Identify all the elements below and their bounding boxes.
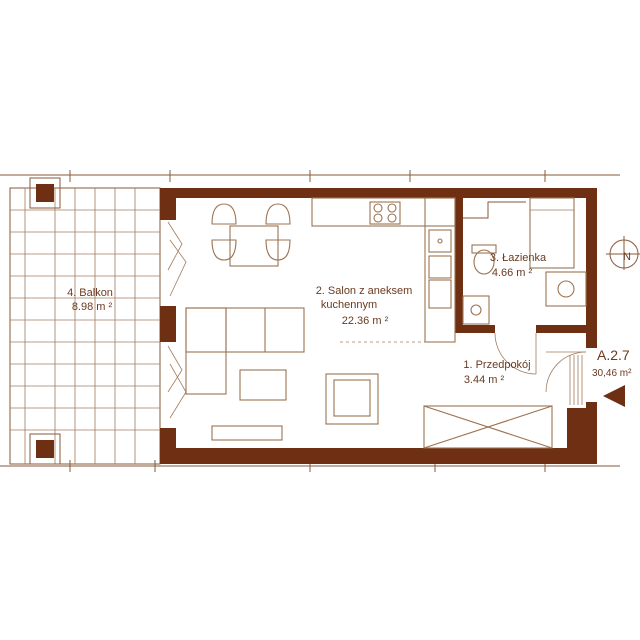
room-area-lazienka: 4.66 m ² <box>492 267 533 279</box>
kitchen-sink <box>428 229 452 253</box>
entrance-arrow-icon <box>603 385 625 407</box>
sofa <box>185 307 305 395</box>
balcony-column-top <box>36 184 54 202</box>
room-area-balkon: 8.98 m ² <box>72 301 113 313</box>
kitchen <box>311 197 456 343</box>
unit-code: A.2.7 <box>597 347 630 363</box>
room-area-salon: 22.36 m ² <box>342 315 389 327</box>
room-label-balkon: 4. Balkon <box>67 287 113 299</box>
room-label-salon: 2. Salon z aneksem <box>316 285 413 297</box>
balcony-outline <box>9 187 161 465</box>
room-label-przedpokoj: 1. Przedpokój <box>463 359 530 371</box>
wardrobe <box>423 405 553 449</box>
tv-unit <box>211 425 283 441</box>
balcony-column-bottom <box>36 440 54 458</box>
room-area-przedpokoj: 3.44 m ² <box>464 374 505 386</box>
kitchen-counter-side <box>424 197 456 343</box>
dining-table <box>211 203 291 267</box>
room-label-lazienka: 3. Łazienka <box>490 252 547 264</box>
balcony <box>9 177 161 465</box>
facade-ticks <box>0 170 620 472</box>
compass-icon: N <box>606 236 640 270</box>
interior-doors <box>494 332 587 393</box>
coffee-table <box>239 369 287 401</box>
room-label-salon-2: kuchennym <box>321 299 377 311</box>
entrance <box>569 355 583 405</box>
toilet <box>471 244 497 275</box>
fridge <box>428 279 452 309</box>
walls <box>160 188 597 464</box>
balcony-tiles <box>10 188 160 464</box>
bathroom-sink <box>462 295 490 325</box>
shower-tray <box>545 271 587 307</box>
bathtub <box>529 197 575 269</box>
compass-label: N <box>623 251 631 263</box>
unit-area: 30,46 m² <box>592 368 632 379</box>
armchair <box>325 373 379 425</box>
bathroom <box>462 197 587 325</box>
cooktop <box>369 201 401 225</box>
